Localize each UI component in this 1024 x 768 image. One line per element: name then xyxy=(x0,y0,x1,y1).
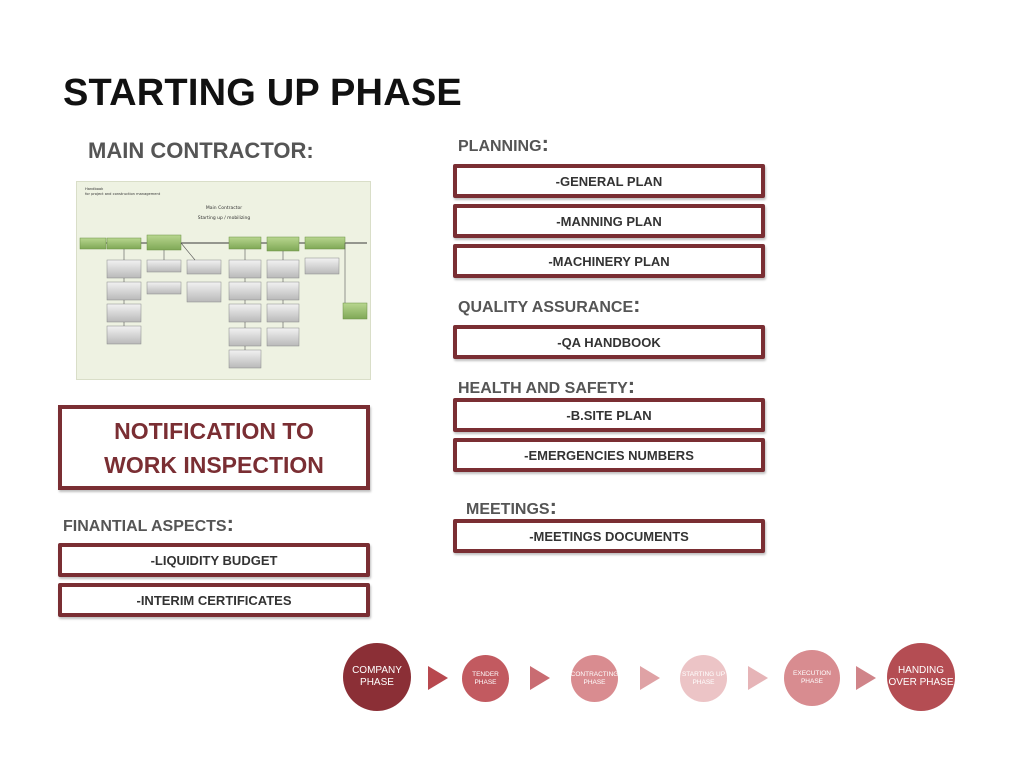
b-site-plan-text: -B.SITE PLAN xyxy=(566,407,652,423)
phase-tender-line1: TENDER PHASE xyxy=(472,670,499,686)
meetings-documents-box: -MEETINGS DOCUMENTS xyxy=(453,519,765,553)
phase-arrow-4 xyxy=(748,666,768,690)
thumbnail-header-line1: Handbook xyxy=(85,187,104,191)
phase-contracting-line1: CONTRACTING xyxy=(570,670,619,678)
machinery-plan-text: -MACHINERY PLAN xyxy=(548,253,670,269)
phase-arrow-1 xyxy=(428,666,448,690)
machinery-plan-box: -MACHINERY PLAN xyxy=(453,244,765,278)
manning-plan-box: -MANNING PLAN xyxy=(453,204,765,238)
page-title: STARTING UP PHASE xyxy=(63,72,462,114)
phase-company-line1: COMPANY xyxy=(352,665,402,676)
phase-handing-over-line2: OVER PHASE xyxy=(888,677,954,688)
flowchart-thumbnail-graphic: Handbook for project and construction ma… xyxy=(79,187,368,369)
phase-execution[interactable]: EXECUTION PHASE xyxy=(784,650,840,706)
flowchart-thumbnail: Handbook for project and construction ma… xyxy=(76,181,371,380)
thumbnail-subtitle: Starting up / mobilizing xyxy=(198,215,251,221)
liquidity-budget-box: -LIQUIDITY BUDGET xyxy=(58,543,370,577)
qa-handbook-box: -QA HANDBOOK xyxy=(453,325,765,359)
manning-plan-text: -MANNING PLAN xyxy=(556,213,662,229)
phase-execution-line1: EXECUTION PHASE xyxy=(793,670,831,685)
financial-aspects-heading: FINANTIAL ASPECTS: xyxy=(63,511,234,536)
meetings-heading: MEETINGS: xyxy=(466,494,557,519)
phase-arrow-3 xyxy=(640,666,660,690)
thumbnail-title: Main Contractor xyxy=(206,205,242,211)
general-plan-box: -GENERAL PLAN xyxy=(453,164,765,198)
notification-line2: WORK INSPECTION xyxy=(104,451,324,478)
phase-handing-over-line1: HANDING xyxy=(897,665,945,676)
emergencies-numbers-box: -EMERGENCIES NUMBERS xyxy=(453,438,765,472)
meetings-documents-text: -MEETINGS DOCUMENTS xyxy=(529,528,689,544)
main-contractor-label: MAIN CONTRACTOR: xyxy=(88,138,314,163)
phase-tender[interactable]: TENDER PHASE xyxy=(462,655,509,702)
health-and-safety-label: HEALTH AND SAFETY xyxy=(458,380,628,397)
notification-line1: NOTIFICATION TO xyxy=(114,417,314,444)
thumbnail-header-line2: for project and construction management xyxy=(85,192,161,196)
meetings-label: MEETINGS xyxy=(466,501,550,518)
phase-starting-up-line2: PHASE xyxy=(692,678,715,686)
quality-assurance-label: QUALITY ASSURANCE xyxy=(458,299,634,316)
interim-certificates-text: -INTERIM CERTIFICATES xyxy=(136,592,292,608)
phase-company-line2: PHASE xyxy=(360,677,394,688)
phase-arrow-2 xyxy=(530,666,550,690)
phase-contracting-line2: PHASE xyxy=(583,678,606,686)
general-plan-text: -GENERAL PLAN xyxy=(555,173,663,189)
notification-to-work-inspection-box: NOTIFICATION TO WORK INSPECTION xyxy=(58,405,370,490)
qa-handbook-text: -QA HANDBOOK xyxy=(557,334,661,350)
quality-assurance-heading: QUALITY ASSURANCE: xyxy=(458,292,641,317)
interim-certificates-box: -INTERIM CERTIFICATES xyxy=(58,583,370,617)
emergencies-numbers-text: -EMERGENCIES NUMBERS xyxy=(524,447,694,463)
phase-starting-up-line1: STARTING UP xyxy=(681,670,726,678)
b-site-plan-box: -B.SITE PLAN xyxy=(453,398,765,432)
phase-arrow-5 xyxy=(856,666,876,690)
liquidity-budget-text: -LIQUIDITY BUDGET xyxy=(150,552,278,568)
health-and-safety-heading: HEALTH AND SAFETY: xyxy=(458,373,636,398)
financial-aspects-label: FINANTIAL ASPECTS xyxy=(63,518,227,535)
planning-heading: PLANNING: xyxy=(458,131,549,156)
planning-label: PLANNING xyxy=(458,138,542,155)
